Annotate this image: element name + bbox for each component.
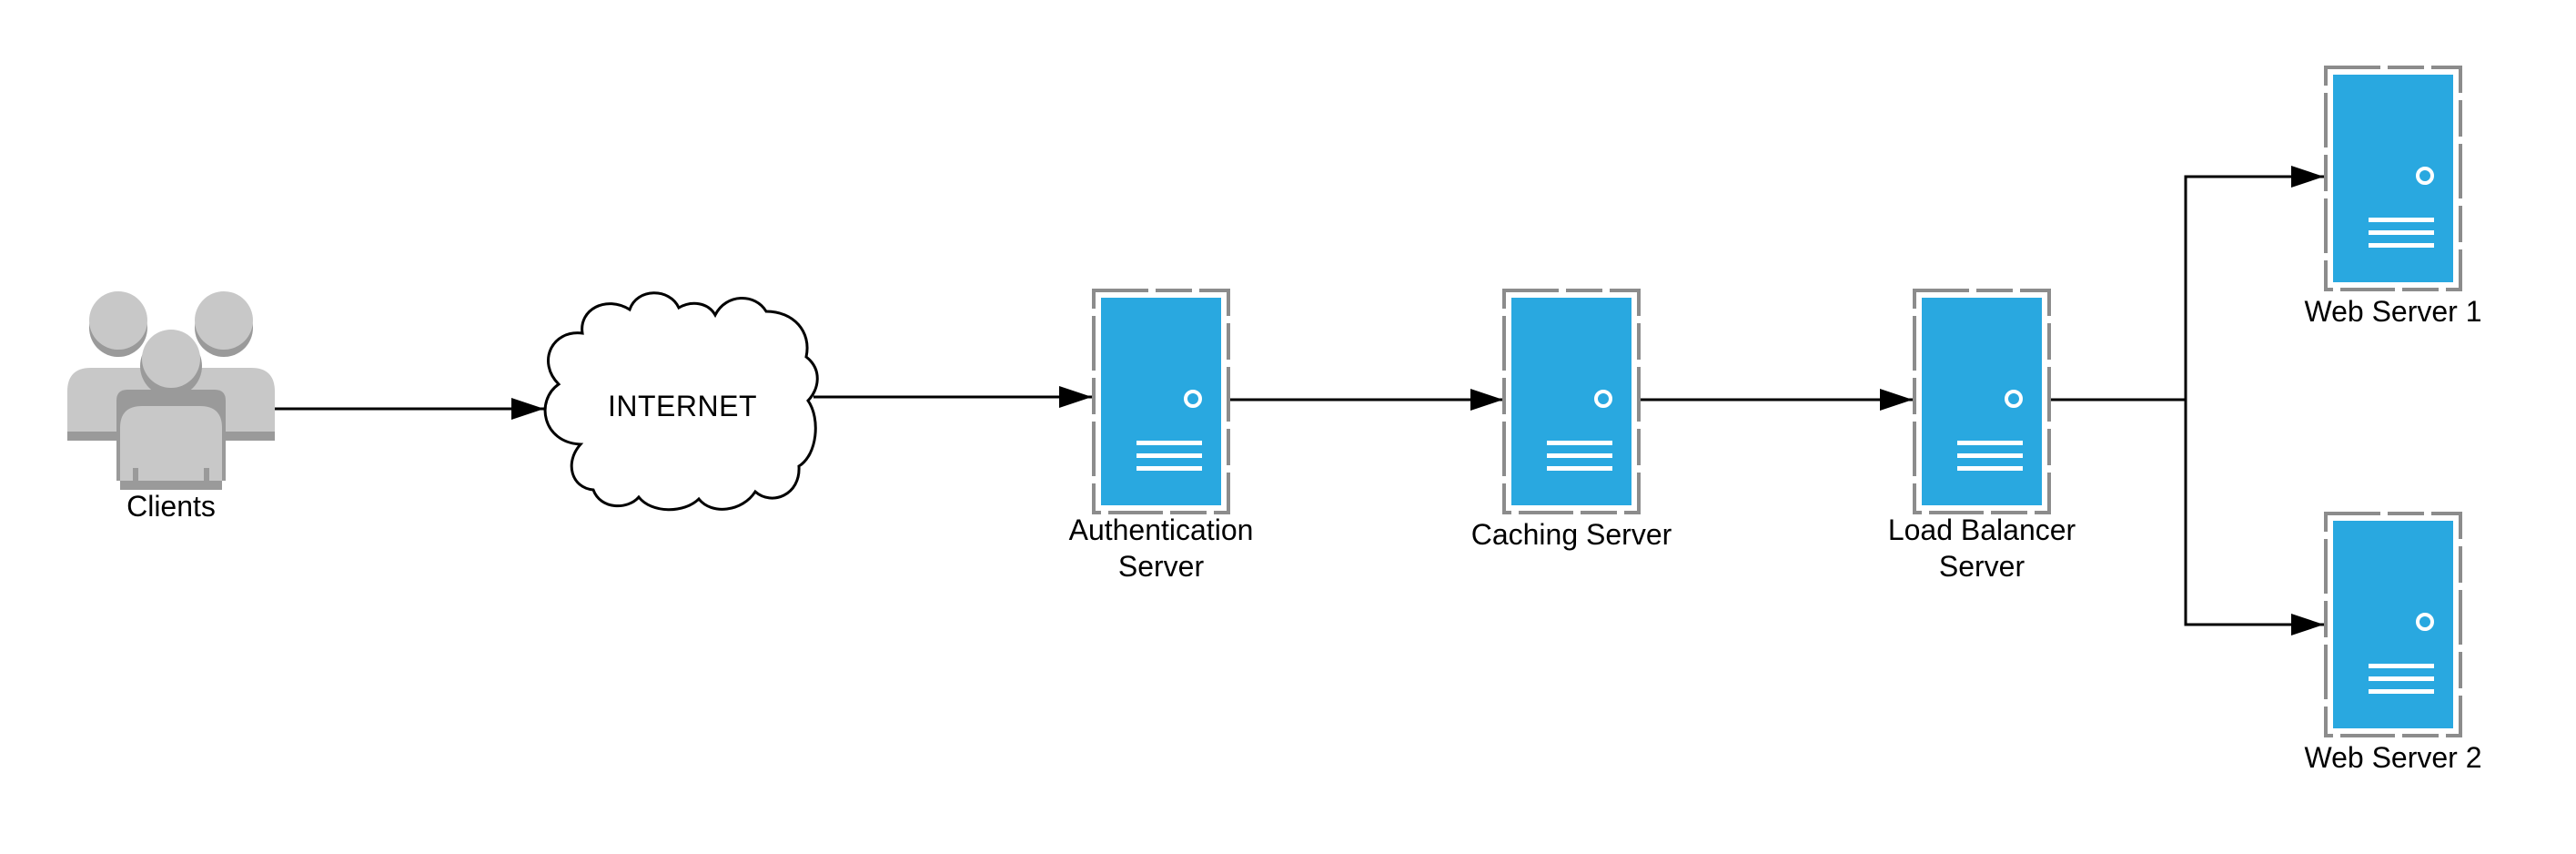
lb-server-label-line2: Server (1938, 550, 2025, 583)
lb-server-icon (1913, 289, 2051, 514)
web1-server-icon (2324, 66, 2462, 291)
web2-server-icon (2324, 512, 2462, 737)
cloud-icon (543, 291, 819, 512)
auth-server-label-line2: Server (1117, 550, 1205, 583)
connectors (273, 166, 2324, 635)
web2-server-label: Web Server 2 (2304, 741, 2482, 774)
web1-server-label: Web Server 1 (2304, 295, 2482, 328)
cache-server-icon (1502, 289, 1641, 514)
edge-lb-web1 (2051, 166, 2324, 402)
edge-lb-web2 (2184, 400, 2324, 635)
users-icon (67, 291, 275, 490)
internet-label: INTERNET (608, 390, 757, 422)
lb-server-label-line1: Load Balancer (1887, 513, 2076, 546)
auth-server-label-line1: Authentication (1068, 513, 1254, 546)
auth-server-icon (1092, 289, 1230, 514)
cache-server-label: Caching Server (1470, 518, 1672, 551)
clients-label: Clients (126, 490, 216, 523)
